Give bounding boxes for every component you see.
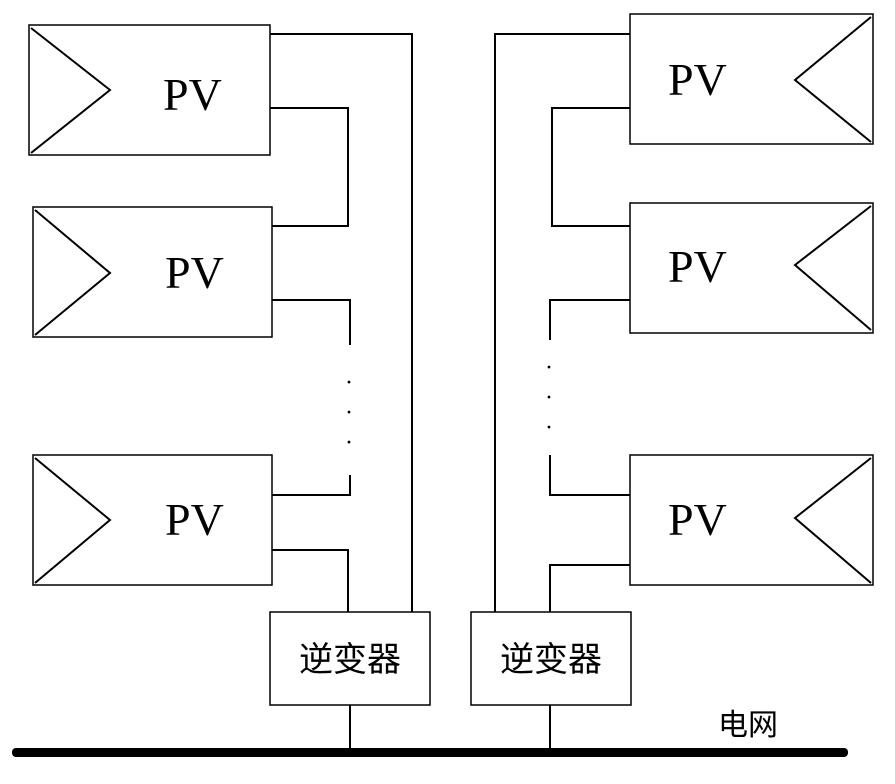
- ellipsis-dot: ·: [545, 385, 553, 411]
- right-link-3-inverter: [549, 564, 630, 612]
- right-string: PV PV PV · · ·: [494, 13, 874, 612]
- pv-label: PV: [668, 241, 727, 292]
- ellipsis-dot: ·: [545, 355, 553, 381]
- left-ellipsis: · · ·: [345, 370, 353, 456]
- left-string: PV PV PV · · ·: [28, 24, 413, 612]
- pv-label: PV: [165, 494, 224, 545]
- left-pv-panel-2: PV: [32, 206, 273, 338]
- right-link-1-2: [551, 107, 630, 227]
- right-pv-panel-2: PV: [629, 202, 874, 334]
- right-return-wire: [494, 33, 630, 612]
- left-link-down-3: [272, 475, 351, 496]
- grid-label: 电网: [718, 708, 778, 743]
- inverter-label: 逆变器: [299, 640, 401, 680]
- pv-label: PV: [668, 494, 727, 545]
- right-pv-panel-3: PV: [629, 454, 874, 586]
- right-link-down-3: [549, 455, 630, 496]
- inverter-label: 逆变器: [500, 640, 602, 680]
- pv-label: PV: [163, 69, 222, 120]
- ellipsis-dot: ·: [545, 415, 553, 441]
- left-pv-panel-1: PV: [28, 24, 271, 156]
- pv-label: PV: [668, 54, 727, 105]
- right-inverter: 逆变器: [470, 611, 632, 706]
- left-link-1-2: [270, 107, 349, 227]
- ellipsis-dot: ·: [345, 400, 353, 426]
- pv-label: PV: [165, 247, 224, 298]
- right-ellipsis: · · ·: [545, 355, 553, 441]
- right-pv-panel-1: PV: [629, 13, 874, 145]
- left-pv-panel-3: PV: [32, 454, 273, 586]
- ellipsis-dot: ·: [345, 430, 353, 456]
- ellipsis-dot: ·: [345, 370, 353, 396]
- grid-bus: [12, 748, 848, 757]
- left-inverter: 逆变器: [269, 611, 431, 706]
- left-link-2-down: [272, 299, 351, 345]
- right-link-2-down: [549, 299, 630, 340]
- left-link-3-inverter: [272, 549, 349, 612]
- left-return-wire: [270, 33, 413, 612]
